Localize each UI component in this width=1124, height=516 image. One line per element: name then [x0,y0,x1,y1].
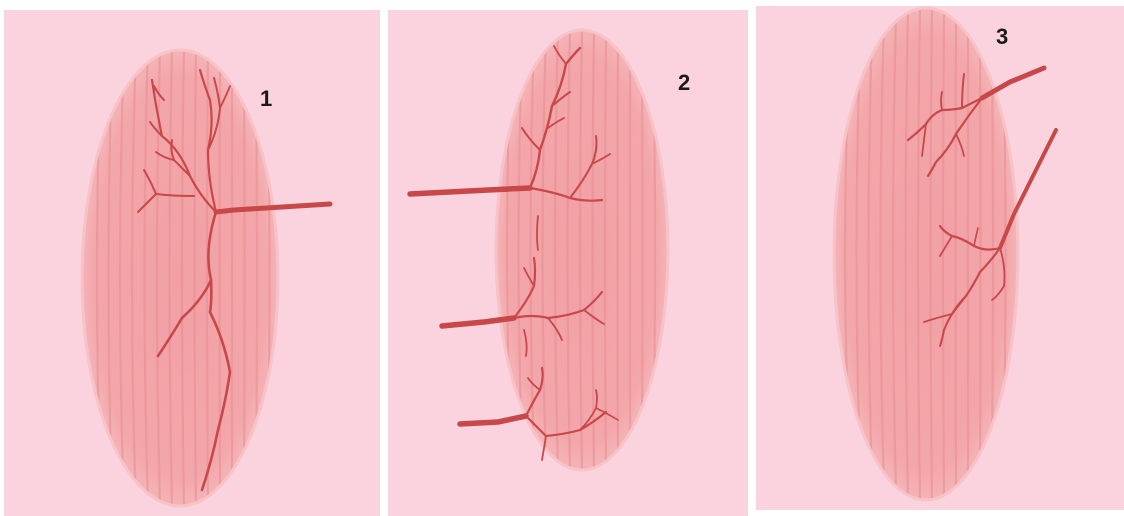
panel-2-diagram: 2 [388,0,748,516]
panel-label-3: 3 [996,24,1008,49]
panel-label-2: 2 [678,70,690,95]
panel-1: 1 [4,0,380,516]
panel-2: 2 [388,0,748,516]
panel-3-diagram: 3 [756,0,1124,516]
panel-1-diagram: 1 [4,0,380,516]
panel-3: 3 [756,0,1124,516]
panel-label-1: 1 [260,86,272,111]
